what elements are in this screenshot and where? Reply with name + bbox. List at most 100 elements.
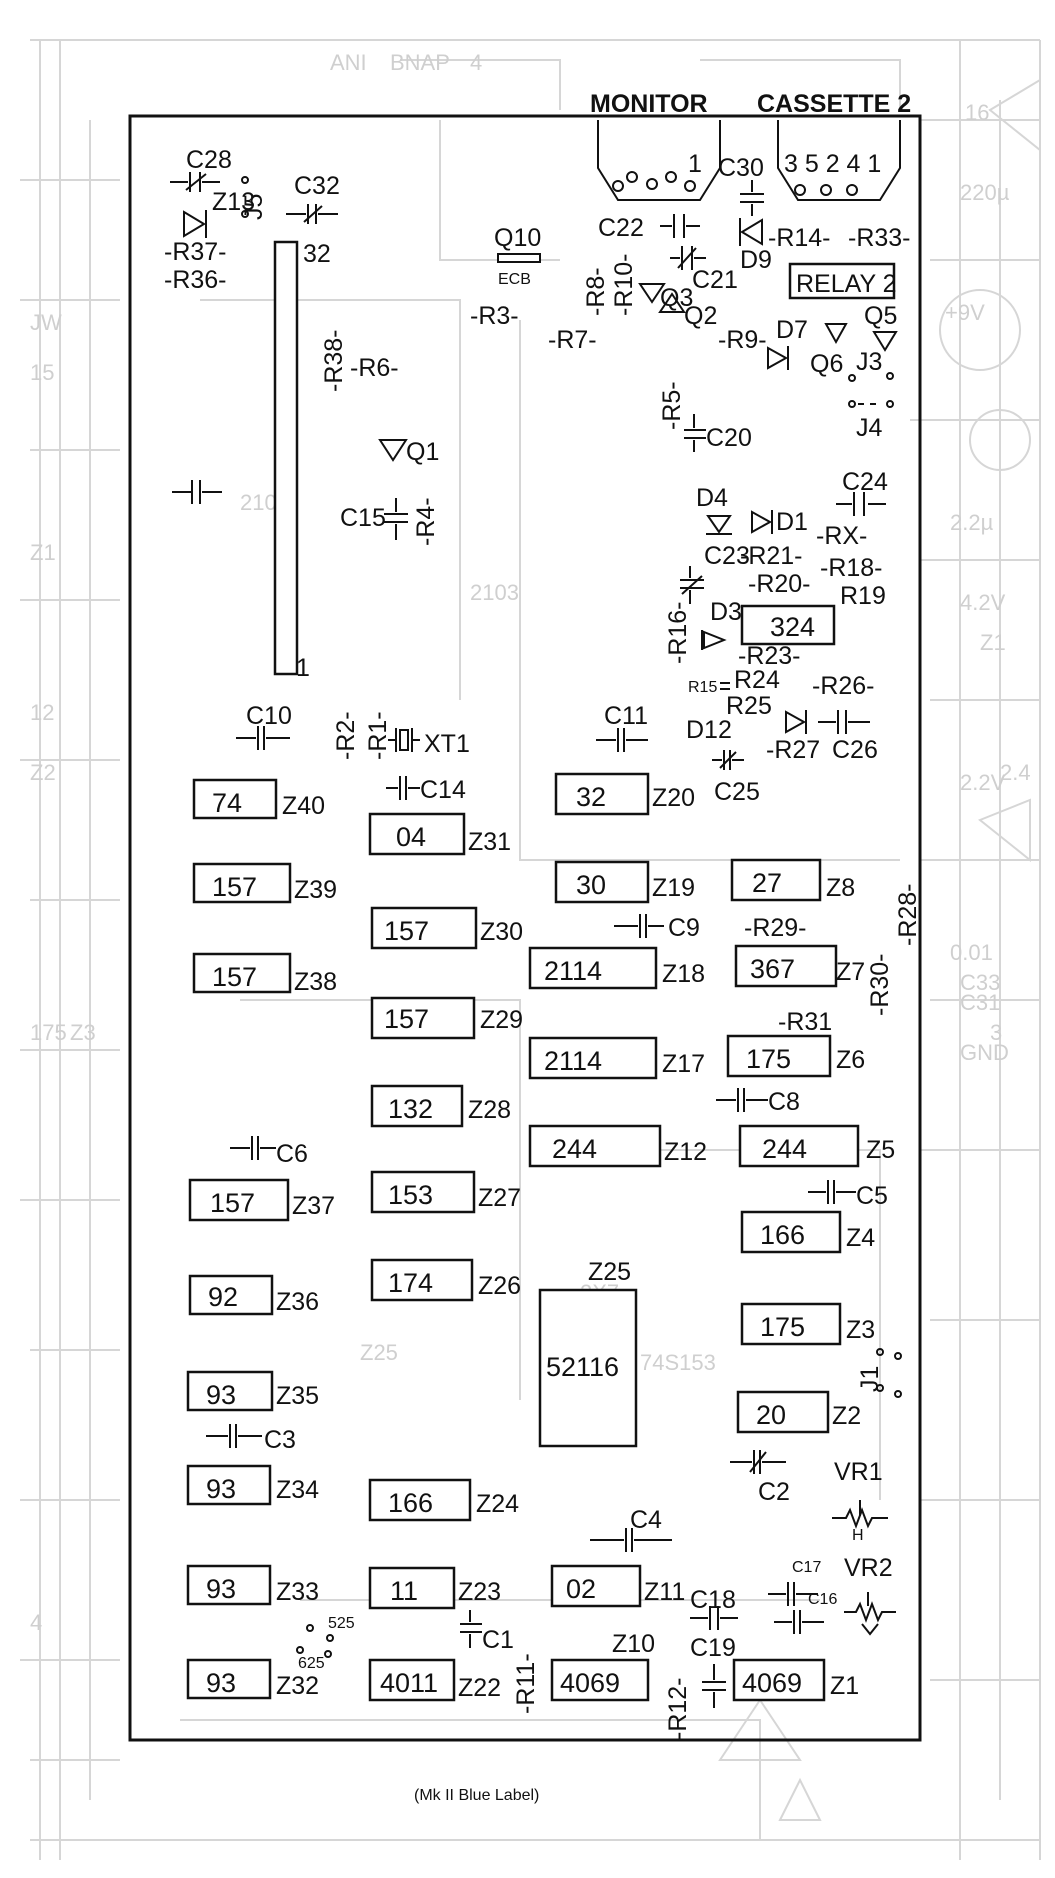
- svg-text:157: 157: [384, 1004, 429, 1034]
- svg-text:157: 157: [210, 1188, 255, 1218]
- chip-z23: 11 Z23: [368, 1566, 501, 1610]
- chip-z35: 93 Z35: [186, 1370, 319, 1412]
- svg-text:Q10: Q10: [494, 224, 541, 252]
- svg-text:27: 27: [752, 868, 782, 898]
- svg-text:15: 15: [30, 360, 54, 385]
- svg-text:4.2V: 4.2V: [960, 590, 1006, 615]
- capacitor-c5: C5: [808, 1180, 888, 1210]
- resistor-r5: -R5-: [658, 381, 686, 430]
- svg-text:157: 157: [212, 962, 257, 992]
- svg-text:Z3: Z3: [846, 1316, 875, 1344]
- svg-text:C2: C2: [758, 1478, 790, 1506]
- svg-text:Z10: Z10: [612, 1630, 655, 1658]
- capacitor-c9: C9: [614, 914, 700, 942]
- capacitor-c4: C4: [590, 1506, 672, 1552]
- svg-text:C17: C17: [792, 1559, 821, 1576]
- chip-z22: 4011 Z22: [368, 1658, 501, 1702]
- cassette-pin-numbers: 3 5 2 4 1: [784, 150, 881, 178]
- svg-text:2.2µ: 2.2µ: [950, 510, 994, 535]
- svg-text:244: 244: [762, 1134, 807, 1164]
- capacitor-c19: C19: [690, 1634, 736, 1708]
- chip-z3: 175 Z3: [740, 1302, 875, 1346]
- resistor-r19: R19: [840, 582, 886, 610]
- cassette-din-socket: 3 5 2 4 1: [777, 120, 901, 201]
- capacitor-c11: C11: [596, 702, 648, 752]
- svg-text:C20: C20: [706, 424, 752, 452]
- svg-text:C15: C15: [340, 504, 386, 532]
- svg-text:C11: C11: [604, 702, 648, 730]
- transistor-q5: Q5: [864, 302, 898, 352]
- svg-text:C23: C23: [704, 542, 750, 570]
- resistor-rx: -RX-: [816, 522, 867, 550]
- chip-z17: 2114 Z17: [528, 1036, 705, 1080]
- monitor-din-socket: 1: [597, 120, 721, 201]
- svg-text:Q5: Q5: [864, 302, 897, 330]
- capacitor-c14: C14: [386, 776, 466, 804]
- svg-text:324: 324: [770, 612, 815, 642]
- svg-text:Z39: Z39: [294, 876, 337, 904]
- svg-text:C9: C9: [668, 914, 700, 942]
- resistor-r16: -R16-: [664, 601, 692, 664]
- capacitor-c32: C32: [286, 172, 340, 224]
- resistor-r14: -R14-: [768, 224, 831, 252]
- chip-z18: 2114 Z18: [528, 946, 705, 990]
- capacitor-c22: C22: [598, 214, 700, 242]
- capacitor-c23: C23: [680, 542, 750, 604]
- svg-text:D1: D1: [776, 508, 808, 536]
- connector-pin-32: 32: [303, 240, 331, 268]
- resistor-r31: -R31: [778, 1008, 832, 1036]
- chip-z24: 166 Z24: [368, 1478, 519, 1522]
- svg-text:16: 16: [965, 100, 989, 125]
- test-points-525-625: 525 625: [296, 1615, 355, 1672]
- svg-text:ANI: ANI: [330, 50, 367, 75]
- svg-text:D9: D9: [740, 246, 772, 274]
- resistor-r21: -R21-: [740, 542, 803, 570]
- connector-pin-1: 1: [296, 654, 310, 682]
- resistor-r25: R25: [726, 692, 772, 720]
- svg-text:12: 12: [30, 700, 54, 725]
- svg-text:3: 3: [990, 1020, 1002, 1045]
- chip-z12: 244 Z12: [528, 1124, 707, 1168]
- svg-text:174: 174: [388, 1268, 433, 1298]
- resistor-r8: -R8-: [582, 267, 610, 316]
- capacitor-c24: C24: [836, 468, 888, 516]
- capacitor-c8: C8: [716, 1088, 800, 1116]
- chip-z36: 92 Z36: [188, 1274, 319, 1316]
- capacitor-c30: C30: [718, 154, 764, 216]
- chip-324: 324: [740, 604, 836, 646]
- resistor-r2: -R2-: [332, 711, 360, 760]
- svg-text:JW: JW: [30, 310, 62, 335]
- svg-text:C31: C31: [960, 990, 1000, 1015]
- resistor-r38: -R38-: [320, 329, 348, 392]
- chip-z33: 93 Z33: [186, 1564, 319, 1606]
- svg-text:D12: D12: [686, 716, 732, 744]
- chip-z2: 20 Z2: [736, 1390, 861, 1434]
- svg-text:Z3: Z3: [70, 1020, 96, 1045]
- resistor-r4: -R4-: [412, 497, 440, 546]
- svg-text:Q2: Q2: [684, 302, 717, 330]
- svg-text:BNAP: BNAP: [390, 50, 450, 75]
- svg-text:C26: C26: [832, 736, 878, 764]
- svg-text:2.2V: 2.2V: [960, 770, 1006, 795]
- svg-text:Z27: Z27: [478, 1184, 521, 1212]
- chip-z19: 30 Z19: [554, 860, 695, 904]
- svg-text:C22: C22: [598, 214, 644, 242]
- capacitor-c10: C10: [236, 702, 292, 750]
- svg-text:+9V: +9V: [945, 300, 985, 325]
- svg-text:J3: J3: [856, 348, 882, 376]
- edge-connector-j5: [273, 240, 299, 676]
- svg-text:Z36: Z36: [276, 1288, 319, 1316]
- chip-z40: 74 Z40: [192, 778, 325, 820]
- svg-text:Q1: Q1: [406, 438, 439, 466]
- svg-text:32: 32: [576, 782, 606, 812]
- svg-text:H: H: [852, 1527, 864, 1544]
- svg-text:Z22: Z22: [458, 1674, 501, 1702]
- svg-text:C24: C24: [842, 468, 888, 496]
- svg-text:93: 93: [206, 1474, 236, 1504]
- svg-text:R15: R15: [688, 679, 717, 696]
- chip-z29: 157 Z29: [370, 996, 523, 1040]
- resistor-r10: -R10-: [610, 253, 638, 316]
- capacitor-c2: C2: [730, 1450, 790, 1506]
- svg-text:166: 166: [760, 1220, 805, 1250]
- svg-text:C25: C25: [714, 778, 760, 806]
